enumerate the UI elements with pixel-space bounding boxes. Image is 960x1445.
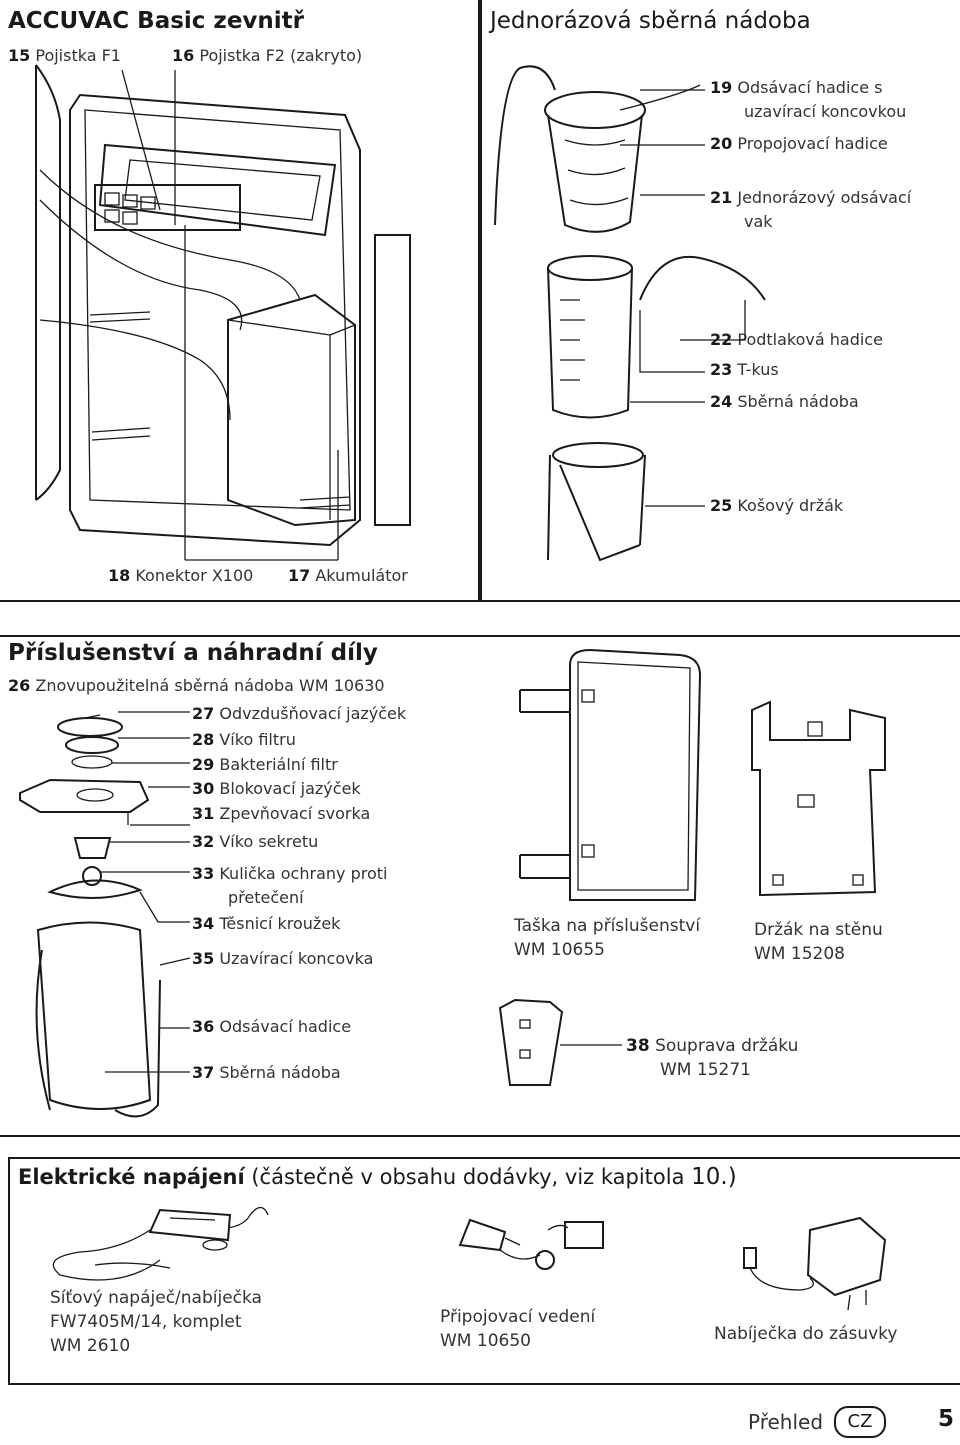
label-22: 22 Podtlaková hadice [710,330,883,349]
label-36: 36 Odsávací hadice [192,1017,352,1036]
label-23: 23 T-kus [710,360,779,379]
label-18: 18 Konektor X100 [108,566,254,585]
panel-power-supply [8,1157,960,1385]
panel-title: ACCUVAC Basic zevnitř [8,8,305,34]
panel-device-inside [0,0,480,602]
label-30: 30 Blokovací jazýček [192,779,361,798]
device-inside-illustration [35,64,411,561]
label-35: 35 Uzavírací koncovka [192,949,374,968]
panel-accessories [0,635,960,1137]
label-16: 16 Pojistka F2 (zakryto) [172,46,363,65]
label-28: 28 Víko filtru [192,730,296,749]
label-29: 29 Bakteriální filtr [192,755,338,774]
panel-title: Jednorázová sběrná nádoba [490,8,811,34]
label-27: 27 Odvzdušňovací jazýček [192,704,407,723]
wall-charger-caption: Nabíječka do zásuvky [714,1324,898,1344]
label-15: 15 Pojistka F1 [8,46,121,65]
label-25: 25 Košový držák [710,496,844,515]
power-heading: Elektrické napájení (částečně v obsahu d… [18,1164,737,1190]
label-34: 34 Těsnicí kroužek [192,914,341,933]
language-badge: CZ [834,1406,886,1438]
label-32: 32 Víko sekretu [192,832,319,851]
label-20: 20 Propojovací hadice [710,134,888,153]
label-17: 17 Akumulátor [288,566,408,585]
label-24: 24 Sběrná nádoba [710,392,859,411]
label-37: 37 Sběrná nádoba [192,1063,341,1082]
panel-disposable-container [480,0,960,602]
page-number: 5 [938,1406,955,1432]
footer-section: Přehled [748,1410,824,1434]
label-26: 26 Znovupoužitelná sběrná nádoba WM 1063… [8,676,385,695]
panel-title: Příslušenství a náhradní díly [8,640,378,666]
label-31: 31 Zpevňovací svorka [192,804,371,823]
